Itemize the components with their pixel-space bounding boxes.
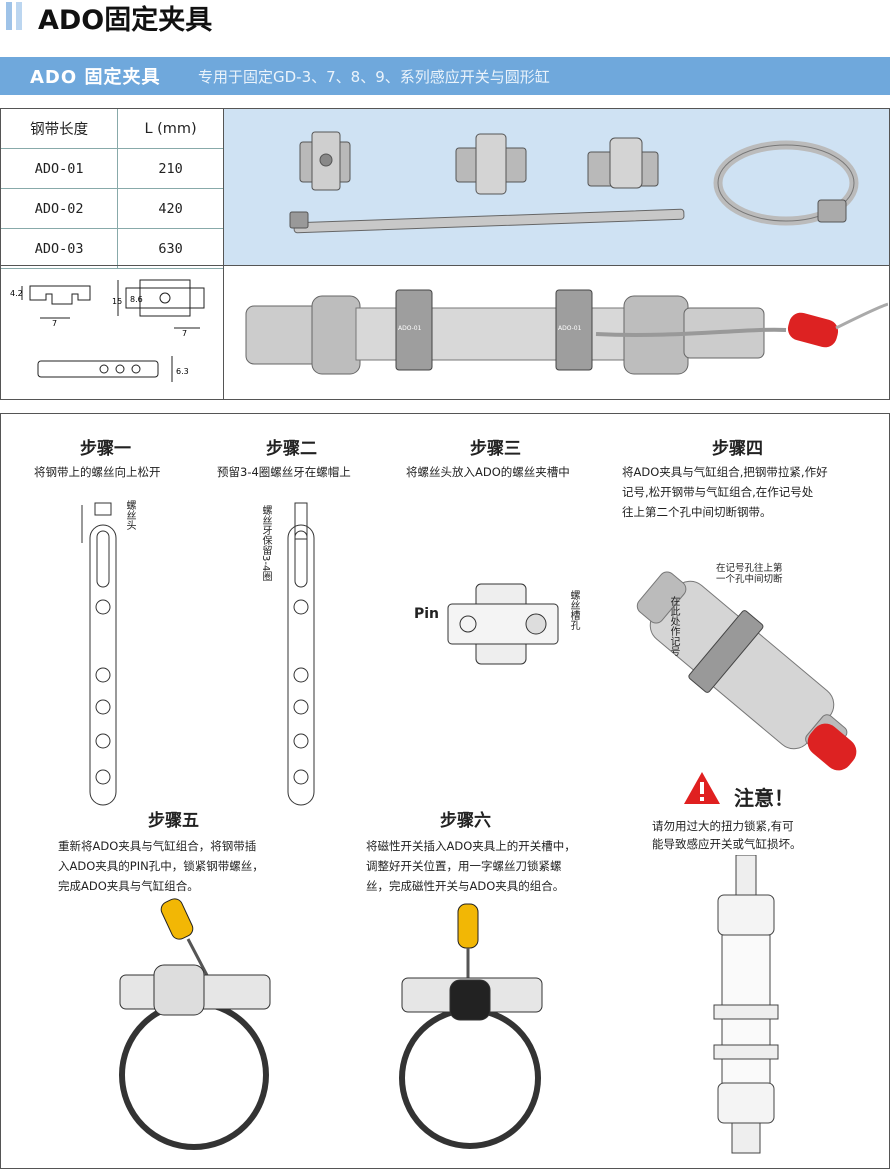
- step6-title: 步骤六: [440, 811, 491, 831]
- step6-desc3: 丝，完成磁性开关与ADO夹具的组合。: [366, 879, 565, 893]
- step2-label: 螺丝牙保留3-4圈: [260, 505, 271, 582]
- step1-title: 步骤一: [80, 439, 131, 459]
- table-row: ADO-01 210: [0, 148, 224, 189]
- dim-label-6: 6.3: [176, 367, 189, 376]
- step5-desc2: 入ADO夹具的PIN孔中，锁紧钢带螺丝，: [58, 859, 264, 873]
- step5-title: 步骤五: [148, 811, 199, 831]
- notice-title: 注意！: [734, 786, 794, 810]
- step1-label: 螺丝头: [124, 500, 135, 530]
- clamp-label-b: ADO-01: [558, 325, 582, 332]
- sub-banner: ADO 固定夹具 专用于固定GD-3、7、8、9、系列感应开关与圆形缸: [0, 57, 890, 95]
- step2-desc: 预留3-4圈螺丝牙在螺帽上: [217, 465, 351, 479]
- dim-label-5: 7: [182, 329, 187, 338]
- step3-label: 螺丝槽孔: [568, 590, 579, 630]
- clamp-photo-1: [299, 131, 351, 191]
- product-photos: [289, 131, 859, 234]
- step5-desc1: 重新将ADO夹具与气缸组合，将钢带插: [58, 839, 257, 853]
- notice-cylinder-drawing: [713, 855, 779, 1154]
- step1-band-drawing: [81, 502, 117, 806]
- warning-icon: [684, 772, 720, 804]
- table-header-model: 钢带长度: [0, 108, 119, 149]
- step1-desc: 将钢带上的螺丝向上松开: [34, 465, 161, 479]
- step3-desc: 将螺丝头放入ADO的螺丝夹槽中: [406, 465, 570, 479]
- table-row: ADO-03 630: [0, 228, 224, 269]
- page-title: ADO固定夹具: [38, 5, 213, 36]
- clamp-photo-3: [587, 137, 659, 189]
- step5-drawing: [119, 898, 271, 1150]
- step3-clamp-drawing: [447, 583, 559, 665]
- step4-ann3: 在此处作记号: [668, 596, 679, 656]
- table-cell-length: 420: [117, 188, 224, 229]
- step3-title: 步骤三: [470, 439, 521, 459]
- step6-desc1: 将磁性开关插入ADO夹具上的开关槽中，: [366, 839, 576, 853]
- step6-desc2: 调整好开关位置，用一字螺丝刀锁紧螺: [366, 859, 562, 873]
- step4-title: 步骤四: [712, 439, 763, 459]
- step6-drawing: [399, 903, 543, 1149]
- clamp-photo-2: [455, 133, 527, 195]
- step3-pin-label: Pin: [414, 606, 440, 622]
- steel-band-photo: [289, 208, 685, 234]
- dim-label-4: 8.6: [130, 295, 143, 304]
- table-cell-model: ADO-03: [0, 228, 119, 269]
- banner-rest: 专用于固定GD-3、7、8、9、系列感应开关与圆形缸: [198, 68, 550, 86]
- step2-band-drawing: [287, 502, 315, 806]
- cylinder-photo: ADO-01 ADO-01: [245, 289, 889, 375]
- step4-ann1: 在记号孔往上第: [716, 563, 783, 574]
- ring-band-photo: [713, 140, 859, 226]
- notice-line1: 请勿用过大的扭力锁紧,有可: [652, 819, 794, 833]
- product-photo-area: [224, 108, 890, 266]
- dimension-drawings: 4.2 7 15 8.6 7 6.3: [0, 266, 224, 400]
- table-row: ADO-02 420: [0, 188, 224, 229]
- step5-desc3: 完成ADO夹具与气缸组合。: [58, 879, 199, 893]
- step4-desc2: 记号,松开钢带与气缸组合,在作记号处: [622, 485, 814, 499]
- cylinder-photo-area: ADO-01 ADO-01: [226, 268, 889, 398]
- notice-line2: 能导致感应开关或气缸损坏。: [652, 837, 802, 851]
- dimension-drawing-svg: 4.2 7 15 8.6 7 6.3: [10, 279, 205, 382]
- dim-label-3: 15: [112, 297, 122, 306]
- step4-cylinder-drawing: [636, 571, 857, 771]
- step2-title: 步骤二: [266, 439, 317, 459]
- length-table: 钢带长度 L (mm) ADO-01 210 ADO-02 420 ADO-03…: [0, 108, 224, 269]
- table-header-length: L (mm): [117, 108, 224, 149]
- step4-ann2: 一个孔中间切断: [716, 574, 783, 585]
- dim-label-1: 4.2: [10, 289, 23, 298]
- title-accent: [6, 2, 28, 30]
- clamp-label-a: ADO-01: [398, 325, 422, 332]
- step4-desc1: 将ADO夹具与气缸组合,把钢带拉紧,作好: [622, 465, 828, 479]
- banner-main: ADO 固定夹具: [30, 67, 161, 88]
- table-cell-length: 630: [117, 228, 224, 269]
- step4-desc3: 往上第二个孔中间切断钢带。: [622, 505, 772, 519]
- dim-label-2: 7: [52, 319, 57, 328]
